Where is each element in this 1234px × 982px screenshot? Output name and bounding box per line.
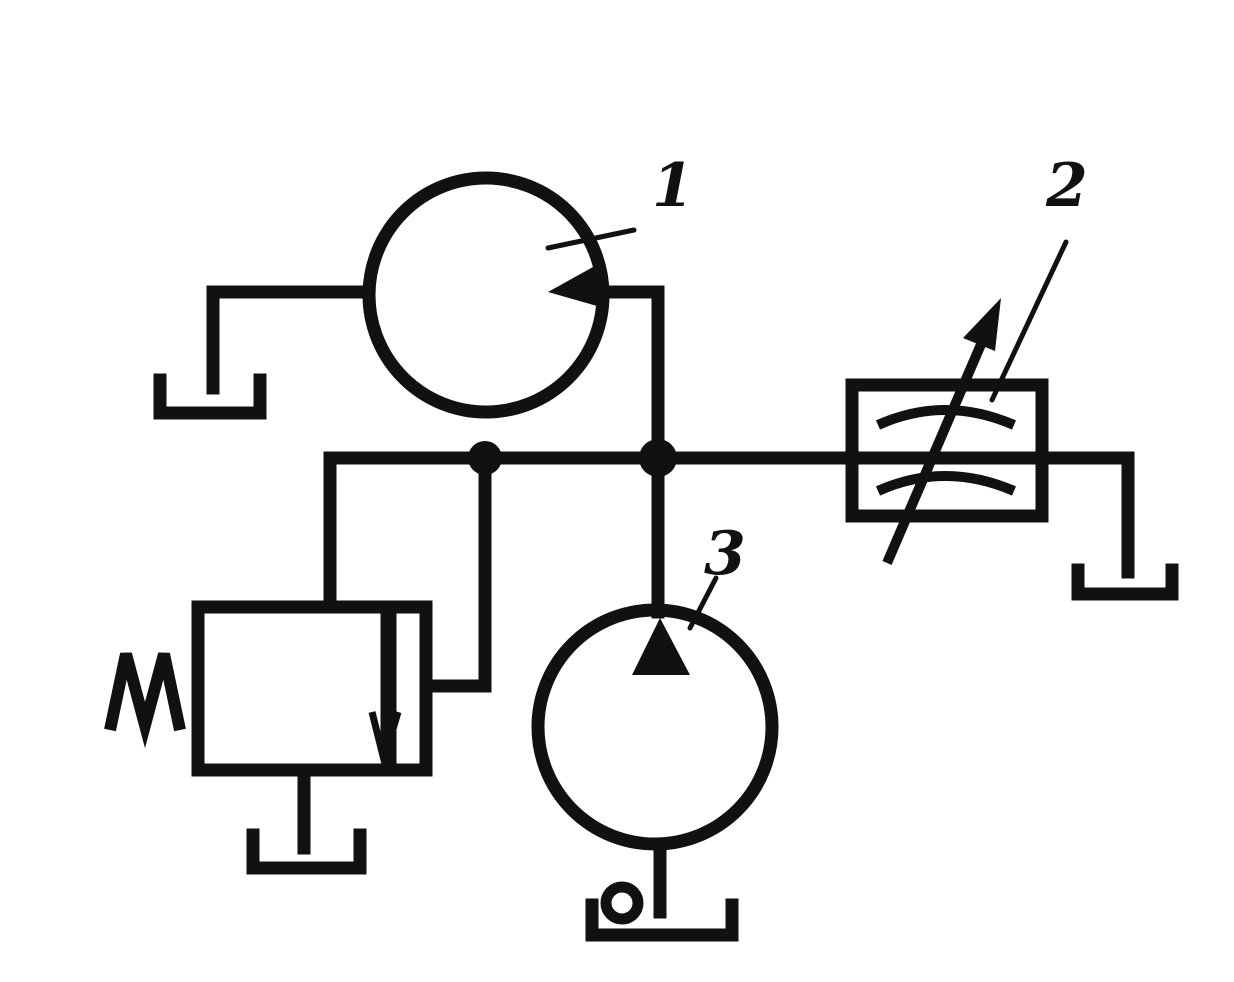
hydraulic-pump [531,451,779,942]
motor-supply-line [597,285,665,465]
throttle-tank [1071,563,1179,601]
label-motor: 1 [652,151,694,221]
motor-drain-line [206,285,376,395]
throttle-adjust-arrow [882,333,990,565]
motor-tank [153,373,267,420]
adjustable-throttle [845,239,1179,601]
label-pump: 3 [704,519,746,589]
pressure-line [323,451,1135,579]
valve-pilot-line [419,451,492,693]
motor-leader-line [545,227,637,251]
throttle-restriction-lower [875,471,1016,496]
pump-suction-filter-icon [600,881,644,925]
valve-tank [246,828,367,875]
throttle-body [845,378,1049,523]
label-throttle: 2 [1045,151,1088,221]
hydraulic-motor [153,171,665,465]
valve-flow-arrow-head [368,711,402,774]
valve-spring-icon [104,652,186,749]
motor-flow-triangle [548,262,604,308]
throttle-arrow-head [963,298,1001,351]
relief-valve [104,451,492,875]
pump-leader-line [687,575,719,631]
throttle-restriction-upper [875,405,1016,430]
throttle-leader-line [989,239,1069,403]
pump-tank [585,898,739,942]
pump-flow-triangle [632,618,690,675]
